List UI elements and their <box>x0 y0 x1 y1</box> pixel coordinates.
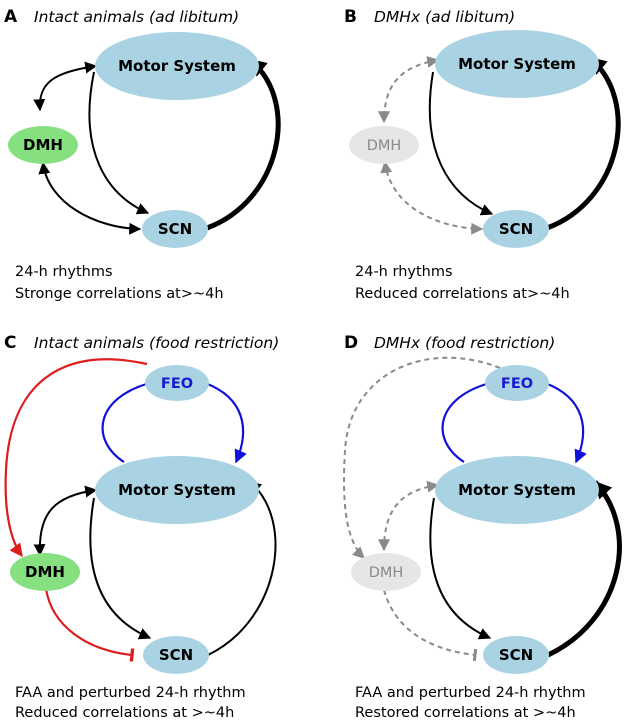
arrow-feo-dmh <box>4 358 148 558</box>
panel-d-caption-line2: Restored correlations at >~4h <box>355 705 576 721</box>
dmh-node-lesioned <box>351 553 421 591</box>
panel-a-caption-line1: 24-h rhythms <box>15 264 113 280</box>
panel-a-title: Intact animals (ad libitum) <box>34 8 239 26</box>
scn-node <box>483 210 549 248</box>
scn-node <box>142 210 208 248</box>
arrow-scn-motor-strong <box>546 56 621 231</box>
dmh-node <box>8 126 78 164</box>
panel-a-caption-line2: Stronge correlations at>~4h <box>15 286 224 302</box>
arrow-scn-motor <box>207 481 277 656</box>
dmh-node <box>10 553 80 591</box>
arrow-motor-dmh <box>33 61 98 112</box>
panel-d-title: DMHx (food restriction) <box>374 334 555 352</box>
panel-d-caption-line1: FAA and perturbed 24-h rhythm <box>355 685 586 701</box>
arrow-motor-scn <box>429 497 492 640</box>
panel-b-title: DMHx (ad libitum) <box>374 8 515 26</box>
feo-node <box>145 365 209 401</box>
panel-d-letter: D <box>344 333 358 353</box>
panel-b-caption-line2: Reduced correlations at>~4h <box>355 286 570 302</box>
panel-c: C Intact animals (food restriction) FEO … <box>4 333 279 721</box>
dmh-label: DMH <box>23 136 63 154</box>
arrow-motor-dmh-dashed <box>378 56 440 124</box>
arrow-motor-scn <box>88 71 150 215</box>
motor-system-node <box>435 30 599 98</box>
arrow-motor-feo <box>441 381 491 463</box>
panel-c-title: Intact animals (food restriction) <box>34 334 279 352</box>
panel-c-caption-line2: Reduced correlations at >~4h <box>15 705 234 721</box>
panel-b-letter: B <box>344 7 357 27</box>
arrow-dmh-scn-dashed <box>380 160 484 235</box>
arrow-feo-dmh-dashed <box>343 356 501 559</box>
scn-label: SCN <box>159 646 193 664</box>
arrow-motor-scn <box>89 497 152 640</box>
panel-c-caption-line1: FAA and perturbed 24-h rhythm <box>15 685 246 701</box>
motor-system-label: Motor System <box>458 55 576 73</box>
scn-label: SCN <box>499 646 533 664</box>
arrow-motor-dmh-dashed <box>378 480 440 552</box>
feo-node <box>485 365 549 401</box>
dmh-node-lesioned <box>349 126 419 164</box>
arrow-dmh-scn <box>38 161 142 235</box>
panel-b-caption-line1: 24-h rhythms <box>355 264 453 280</box>
panel-b: B DMHx (ad libitum) Motor System DMH SCN… <box>344 7 621 302</box>
feo-label: FEO <box>161 376 193 392</box>
motor-system-node <box>95 32 259 100</box>
panel-a-letter: A <box>4 7 18 27</box>
panel-a: A Intact animals (ad libitum) Motor Syst… <box>4 7 281 302</box>
arrow-scn-motor-strong <box>546 480 622 658</box>
arrow-feo-motor <box>544 381 587 464</box>
scn-node <box>483 636 549 674</box>
motor-system-label: Motor System <box>118 481 236 499</box>
feo-label: FEO <box>501 376 533 392</box>
motor-system-node <box>435 456 599 524</box>
scn-label: SCN <box>499 220 533 238</box>
inhibit-dmh-scn <box>44 588 135 662</box>
scn-node <box>143 636 209 674</box>
motor-system-label: Motor System <box>458 481 576 499</box>
dmh-label: DMH <box>25 563 65 581</box>
inhibit-dmh-scn-dashed <box>383 589 478 662</box>
scn-label: SCN <box>158 220 192 238</box>
arrow-motor-scn <box>428 71 494 216</box>
motor-system-node <box>95 456 259 524</box>
arrow-feo-motor <box>204 381 247 464</box>
arrow-motor-feo <box>101 381 151 463</box>
dmh-label: DMH <box>367 138 402 154</box>
panel-d: D DMHx (food restriction) FEO Motor Syst… <box>343 333 622 721</box>
dmh-label: DMH <box>369 565 404 581</box>
arrow-scn-motor-strong <box>206 58 281 231</box>
panel-c-letter: C <box>4 333 16 353</box>
motor-system-label: Motor System <box>118 57 236 75</box>
arrow-motor-dmh <box>33 485 98 557</box>
